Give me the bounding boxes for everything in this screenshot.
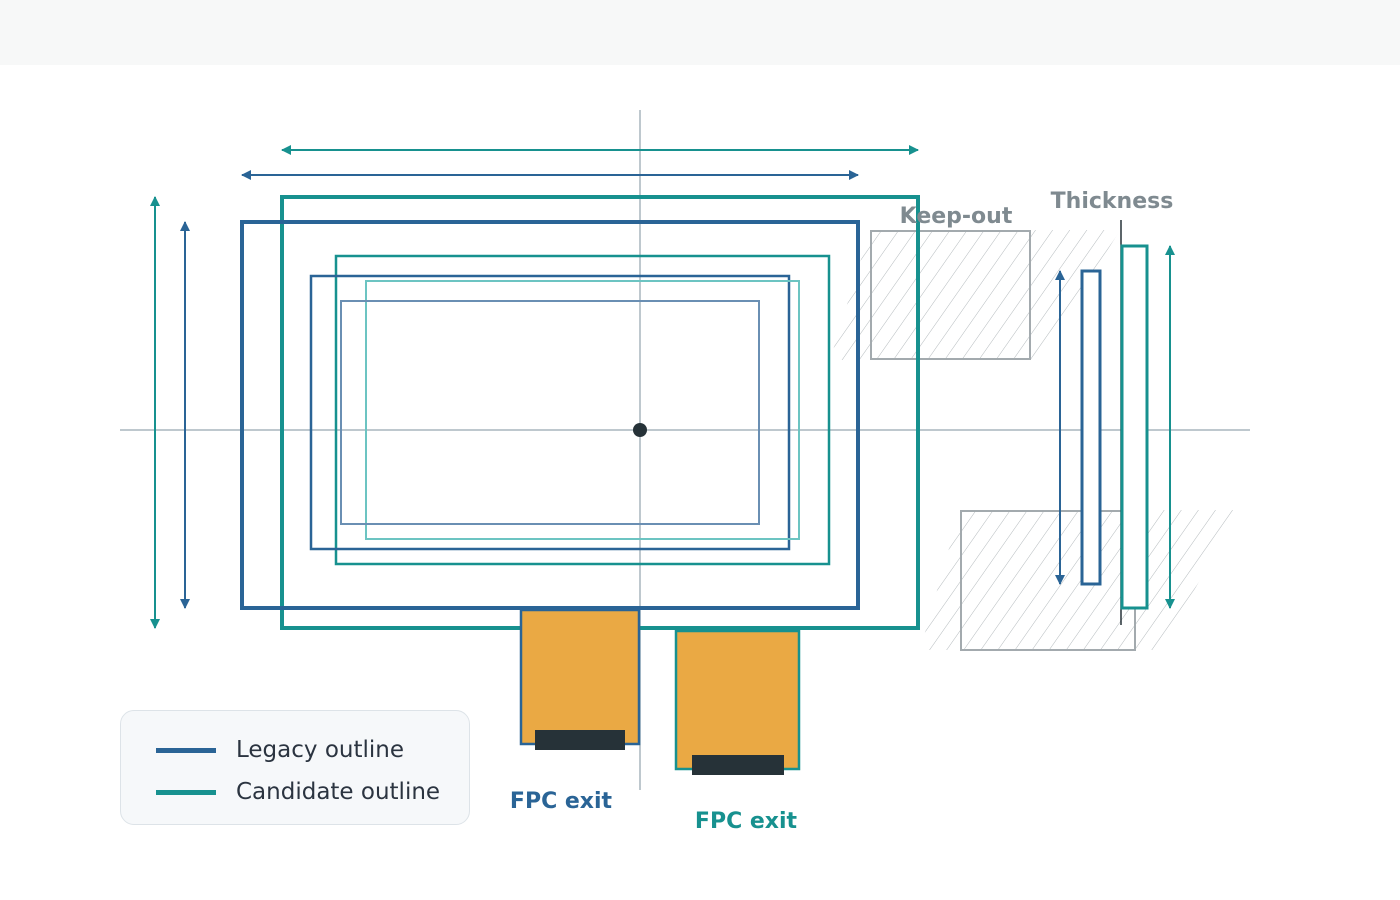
legacy-thickness-profile [1080, 269, 1102, 586]
candidate-fpc-tab [674, 629, 801, 775]
legacy-outer-outline [240, 220, 860, 610]
legacy-inner-outline [309, 274, 791, 551]
candidate-inner-outline [334, 254, 831, 566]
legend-swatch-legacy [156, 747, 216, 753]
keepout-zone-top [830, 230, 1120, 360]
candidate-fpc-connector [692, 755, 784, 775]
legend: Legacy outline Candidate outline [120, 710, 470, 825]
legend-item-candidate: Candidate outline [156, 779, 440, 805]
candidate-thickness-profile [1120, 244, 1149, 610]
legacy-active-area [340, 300, 760, 525]
legend-label-legacy: Legacy outline [236, 737, 404, 763]
center-point [633, 423, 647, 437]
legacy-fpc-exit-label: FPC exit [510, 789, 613, 814]
legend-item-legacy: Legacy outline [156, 737, 404, 763]
legacy-fpc-connector [535, 730, 625, 750]
top-band [0, 0, 1400, 65]
candidate-active-area [365, 280, 800, 540]
legend-swatch-candidate [156, 789, 216, 795]
candidate-fpc-exit-label: FPC exit [695, 809, 798, 834]
legacy-fpc-tab [519, 608, 641, 750]
thickness-label: Thickness [1051, 189, 1174, 214]
keepout-zone-bottom [920, 510, 1240, 651]
legend-label-candidate: Candidate outline [236, 779, 441, 805]
keepout-label: Keep-out [900, 204, 1013, 229]
